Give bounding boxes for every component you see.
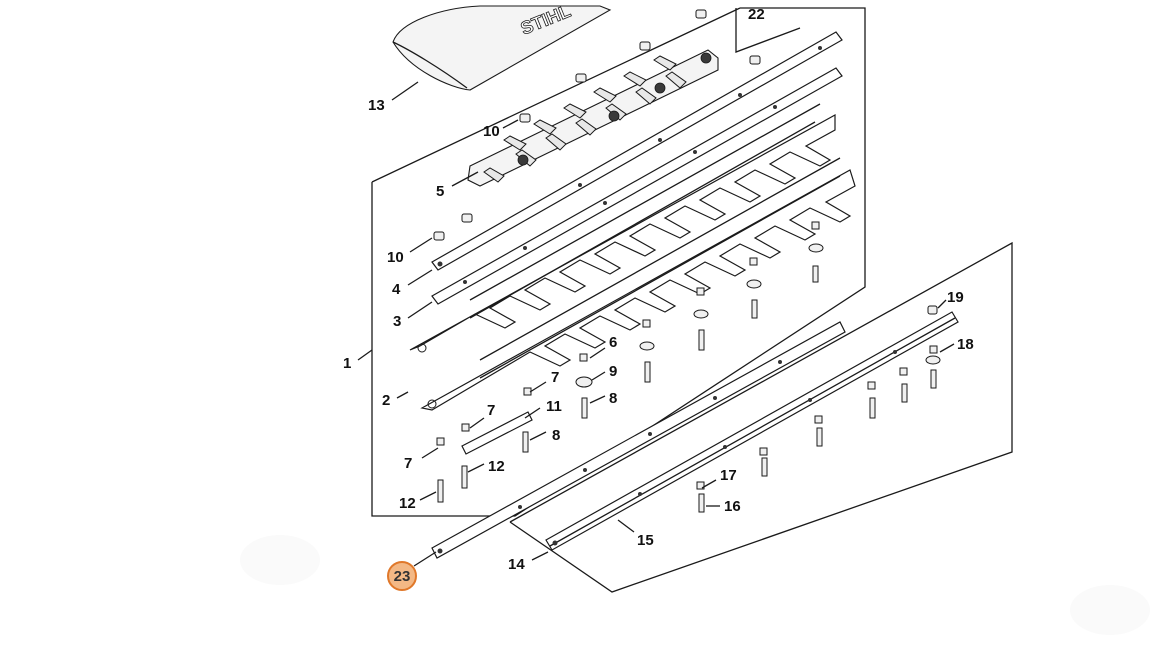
label-11: 11 <box>546 398 562 415</box>
strip-23 <box>431 321 846 559</box>
frame-group-14 <box>509 241 1013 593</box>
label-13: 13 <box>368 97 385 114</box>
highlight-circle <box>387 561 417 591</box>
label-12-b: 12 <box>399 495 416 512</box>
label-7-c: 7 <box>404 455 412 472</box>
label-9: 9 <box>609 363 617 380</box>
blade-guard-13: STIHL <box>392 0 612 91</box>
rail-15 <box>545 311 959 551</box>
label-23: 23 <box>394 568 411 585</box>
inset-box-22 <box>735 8 801 53</box>
label-22: 22 <box>748 6 765 23</box>
label-8-b: 8 <box>552 427 560 444</box>
label-3: 3 <box>393 313 401 330</box>
label-4: 4 <box>392 281 401 298</box>
frame-group-1 <box>371 7 866 517</box>
label-10-upper: 10 <box>483 123 500 140</box>
label-6: 6 <box>609 334 617 351</box>
fasteners <box>433 9 941 513</box>
leader-lines <box>357 81 955 567</box>
label-7-b: 7 <box>487 402 495 419</box>
label-17: 17 <box>720 467 737 484</box>
strip-3 <box>431 67 843 305</box>
label-1: 1 <box>343 355 351 372</box>
label-16: 16 <box>724 498 741 515</box>
label-14: 14 <box>508 556 525 573</box>
label-15: 15 <box>637 532 654 549</box>
label-8-a: 8 <box>609 390 617 407</box>
highlighted-part-23[interactable]: 23 <box>387 561 417 591</box>
label-5: 5 <box>436 183 444 200</box>
label-18: 18 <box>957 336 974 353</box>
upper-cutter-blade <box>409 103 836 353</box>
label-19: 19 <box>947 289 964 306</box>
label-10-lower: 10 <box>387 249 404 266</box>
label-12-a: 12 <box>488 458 505 475</box>
strip-4 <box>431 31 843 271</box>
lower-cutter-blade <box>420 157 856 411</box>
drive-bar-5 <box>467 49 719 187</box>
plate-11 <box>461 411 533 455</box>
label-7-a: 7 <box>551 369 559 386</box>
label-2: 2 <box>382 392 390 409</box>
